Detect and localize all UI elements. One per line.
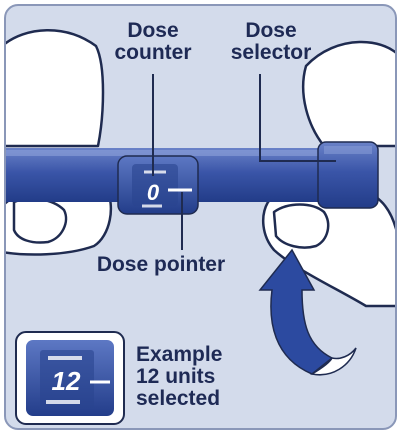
counter-value: 0 (147, 180, 160, 205)
dose-selector-knob (317, 141, 379, 209)
dose-counter-label: Dose counter (114, 19, 192, 64)
rotation-arrow-icon (258, 248, 357, 376)
example-value: 12 (52, 366, 81, 396)
left-hand (6, 29, 113, 256)
dose-selector-label: Dose selector (230, 19, 312, 64)
dose-pointer-label: Dose pointer (96, 253, 226, 276)
pen-illustration: 0 12 (6, 29, 395, 425)
example-label: Example 12 units selected (136, 343, 223, 410)
selector-leader-line (259, 74, 336, 162)
instruction-panel: 0 12 Dose counter Dose selector Dose poi… (4, 4, 397, 430)
right-hand (261, 40, 395, 308)
